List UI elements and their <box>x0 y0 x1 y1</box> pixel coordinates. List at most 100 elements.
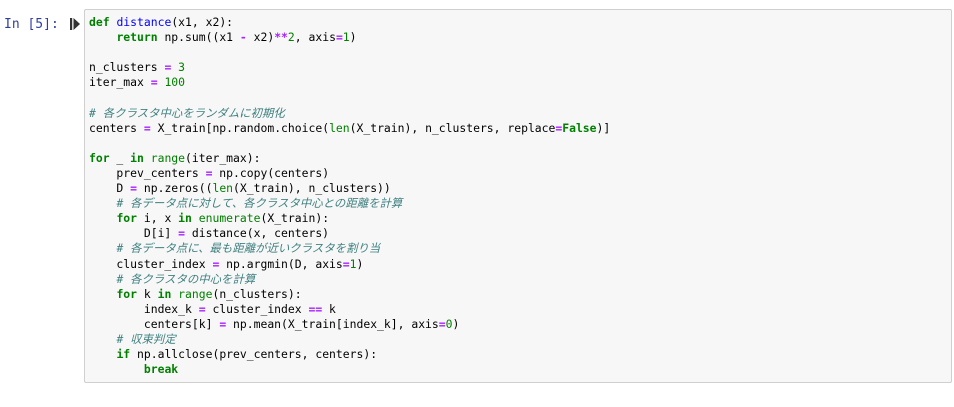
code-token: # 各データ点に対して、各クラスタ中心との距離を計算 <box>116 196 403 211</box>
code-token: D <box>89 181 131 196</box>
code-token: , axis <box>294 30 336 45</box>
code-token: len <box>329 120 350 135</box>
code-line: if np.allclose(prev_centers, centers): <box>89 347 610 362</box>
code-token: # 収束判定 <box>116 331 176 346</box>
code-line: # 各データ点に対して、各クラスタ中心との距離を計算 <box>89 196 610 211</box>
code-token: (iter_max): <box>185 150 261 165</box>
code-line: centers = X_train[np.random.choice(len(X… <box>89 121 610 136</box>
code-line: # 収束判定 <box>89 332 610 347</box>
code-token: allclose <box>157 347 213 362</box>
code-token: = <box>198 301 206 316</box>
code-line: break <box>89 362 610 377</box>
code-token: choice <box>281 120 323 135</box>
code-token: = <box>555 120 563 135</box>
code-token: (X_train), n_clusters)) <box>233 181 391 196</box>
code-token: 1 <box>342 30 350 45</box>
code-token: iter_max <box>89 75 151 90</box>
code-token: zeros <box>164 181 199 196</box>
code-token: ) <box>349 30 357 45</box>
code-line: iter_max = 100 <box>89 75 610 90</box>
code-token: ( <box>322 120 330 135</box>
code-token: for <box>116 211 138 226</box>
code-token: 2 <box>287 30 295 45</box>
code-token: enumerate <box>198 211 261 226</box>
code-token: = <box>212 256 220 271</box>
code-token: centers[k] <box>89 316 220 331</box>
code-token: = <box>164 60 172 75</box>
code-token: . <box>274 120 282 135</box>
code-line: for _ in range(iter_max): <box>89 151 610 166</box>
code-token <box>89 241 116 255</box>
code-token: ** <box>274 30 288 45</box>
code-token <box>89 287 116 301</box>
code-token: centers <box>89 120 144 135</box>
code-line: D[i] = distance(x, centers) <box>89 226 610 241</box>
code-token <box>89 362 144 376</box>
code-token: len <box>212 181 234 196</box>
code-token <box>89 211 116 225</box>
code-line: return np.sum((x1 - x2)**2, axis=1) <box>89 30 610 45</box>
code-token: (X_train[index_k], axis <box>281 316 439 331</box>
code-token: k <box>137 286 158 301</box>
code-token: (prev_centers, centers): <box>212 347 378 362</box>
run-cell-icon[interactable] <box>70 17 80 31</box>
code-token: (X_train): <box>260 211 330 226</box>
code-token: 100 <box>164 75 186 90</box>
code-token: # 各クラスタ中心をランダムに初期化 <box>89 105 285 120</box>
code-token <box>89 347 116 361</box>
code-token: copy <box>239 165 268 180</box>
input-prompt: In [5]: <box>4 17 59 32</box>
code-token: i, x <box>137 211 179 226</box>
code-token: ) <box>356 256 364 271</box>
code-token <box>89 272 116 286</box>
code-token: np. <box>212 165 240 180</box>
code-token: = <box>130 181 138 196</box>
code-line: cluster_index = np.argmin(D, axis=1) <box>89 257 610 272</box>
code-token: cluster_index <box>89 256 213 271</box>
code-token: def <box>89 15 110 29</box>
code-token: ((x1 <box>205 30 240 45</box>
code-token <box>89 196 116 210</box>
code-token <box>89 30 116 44</box>
code-token: )] <box>596 120 611 135</box>
code-token: prev_centers <box>89 165 206 180</box>
code-token: - <box>239 30 247 45</box>
code-token: sum <box>185 30 206 45</box>
code-token: cluster_index <box>205 301 309 316</box>
code-token: for <box>116 286 138 301</box>
code-token: D[i] <box>89 226 179 241</box>
code-token: distance(x, centers) <box>185 226 330 241</box>
code-token: = <box>178 226 186 241</box>
code-token: (n_clusters): <box>212 286 302 301</box>
code-token: for <box>89 150 110 165</box>
code-editor[interactable]: def distance(x1, x2): return np.sum((x1 … <box>89 15 610 377</box>
code-token: = <box>335 30 343 45</box>
code-token <box>144 151 151 165</box>
code-token: = <box>342 256 350 271</box>
code-line: # 各データ点に、最も距離が近いクラスタを割り当 <box>89 241 610 256</box>
code-line: for k in range(n_clusters): <box>89 287 610 302</box>
code-token: in <box>157 286 172 301</box>
code-token: 0 <box>445 316 453 331</box>
code-token: # 各データ点に、最も距離が近いクラスタを割り当 <box>116 241 381 256</box>
code-token: = <box>150 75 158 90</box>
code-token: (D, axis <box>287 256 343 271</box>
code-token: np. <box>130 347 158 362</box>
code-token: np. <box>157 30 186 45</box>
code-cell[interactable]: def distance(x1, x2): return np.sum((x1 … <box>84 9 952 383</box>
code-token: range <box>178 286 213 301</box>
code-token: 3 <box>178 60 186 75</box>
code-line: prev_centers = np.copy(centers) <box>89 166 610 181</box>
code-token: ) <box>452 316 460 331</box>
code-token: break <box>143 362 179 377</box>
code-token: = <box>219 316 227 331</box>
code-token: in <box>130 150 144 165</box>
code-token: return <box>116 30 158 45</box>
code-token: # 各クラスタの中心を計算 <box>116 271 256 286</box>
code-line: index_k = cluster_index == k <box>89 302 610 317</box>
code-line: centers[k] = np.mean(X_train[index_k], a… <box>89 317 610 332</box>
code-token: (centers) <box>267 165 330 180</box>
code-token: range <box>150 150 186 165</box>
code-line <box>89 45 610 60</box>
code-line: for i, x in enumerate(X_train): <box>89 211 610 226</box>
